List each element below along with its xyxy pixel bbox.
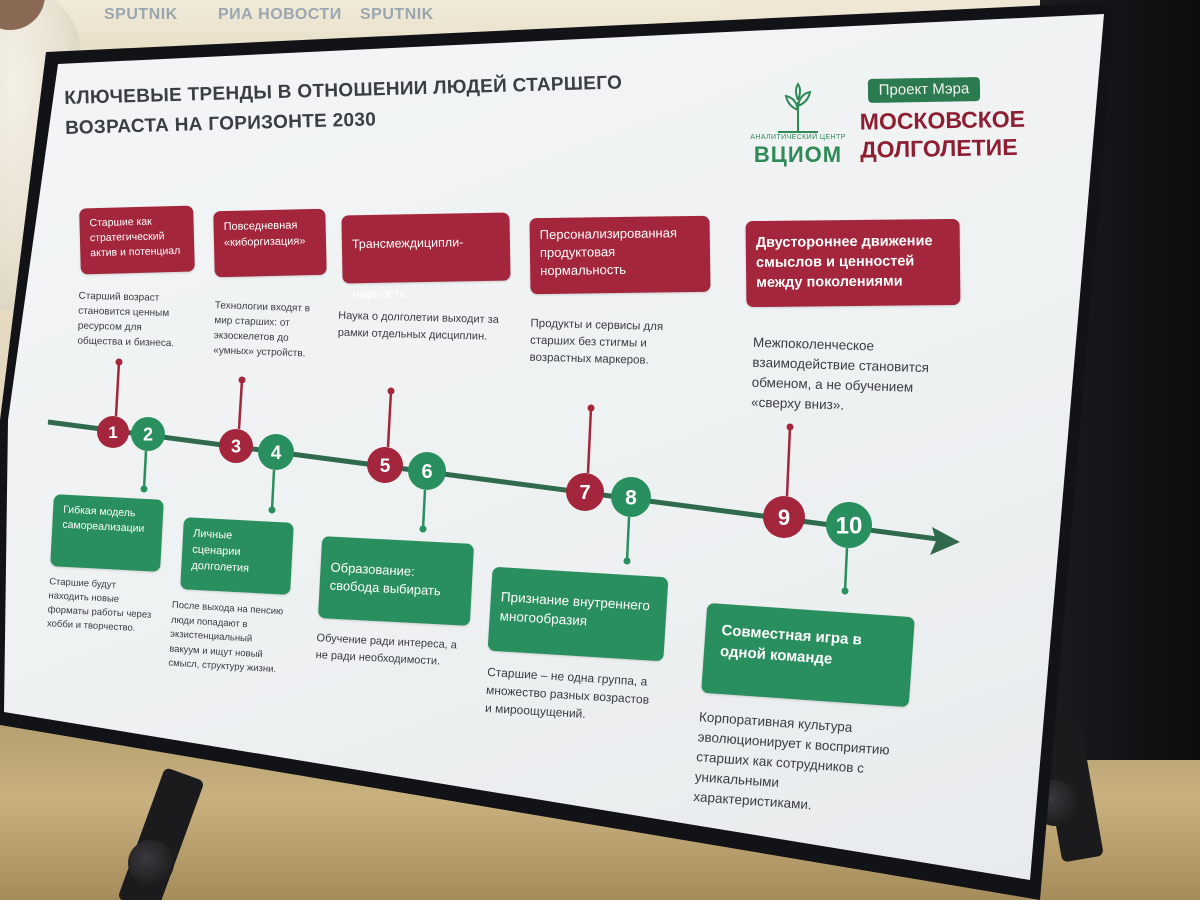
timeline-marker-7: 7 (566, 404, 604, 511)
trend-2-description: Старшие будут находить новые форматы раб… (46, 576, 152, 634)
marker-stem (421, 489, 427, 530)
trend-6-card: Образование: свобода выбирать (317, 536, 475, 626)
marker-circle (566, 473, 604, 511)
marker-circle (131, 417, 165, 451)
marker-stem-dot (623, 557, 631, 565)
trend-3-description: Технологии входят в мир старших: от экзо… (213, 300, 311, 360)
trend-5-card: Трансмеждиципли­нарность (341, 212, 511, 301)
tree-icon (778, 82, 818, 133)
banner-logo: SPUTNIK (104, 6, 178, 23)
marker-stem-dot (387, 387, 395, 395)
marker-circle (367, 447, 403, 483)
marker-stem-dot (115, 358, 123, 366)
timeline-marker-4: 4 (258, 434, 294, 514)
timeline-marker-8: 8 (611, 477, 651, 565)
timeline-marker-6: 6 (408, 452, 446, 533)
marker-stem-dot (786, 423, 794, 431)
marker-stem (843, 547, 849, 592)
trend-2-card: Гибкая модель самореализации (50, 494, 164, 572)
marker-stem (386, 390, 393, 448)
marker-circle (258, 434, 294, 470)
marker-stem (785, 426, 792, 497)
marker-circle (408, 452, 446, 490)
marker-stem (237, 379, 244, 430)
marker-circle (611, 477, 651, 517)
marker-number: 7 (579, 482, 590, 504)
marker-circle (763, 496, 805, 538)
marker-number: 10 (836, 513, 863, 540)
trend-8-description: Старшие – не одна группа, а множество ра… (484, 664, 650, 721)
marker-number: 4 (271, 443, 282, 464)
marker-stem (142, 450, 148, 490)
marker-number: 6 (421, 461, 432, 483)
trend-8-card: Признание внутреннего многообразия (487, 566, 669, 662)
trend-9-card: Двустороннее движение смыслов и ценносте… (745, 218, 961, 308)
marker-stem (270, 469, 276, 511)
timeline-marker-10: 10 (826, 502, 872, 595)
marker-circle (826, 502, 872, 548)
marker-stem-dot (268, 506, 276, 514)
marker-number: 9 (778, 505, 790, 530)
trend-5-description: Наука о долголетии выходит за рамки отде… (337, 309, 499, 343)
marker-circle (97, 416, 129, 448)
banner-logo: SPUTNIK (360, 6, 434, 23)
marker-number: 2 (143, 424, 153, 444)
vciom-name: ВЦИОМ (753, 142, 843, 167)
marker-stem (114, 361, 121, 417)
timeline-marker-5: 5 (367, 387, 403, 483)
marker-number: 5 (380, 456, 391, 477)
marker-stem-dot (841, 587, 849, 595)
timeline-marker-9: 9 (763, 423, 805, 538)
marker-number: 1 (108, 423, 117, 442)
trend-7-description: Продукты и сервисы для старших без стигм… (529, 317, 664, 367)
trend-10-description: Корпоративная культура эволюционирует к … (692, 709, 891, 813)
marker-stem-dot (587, 404, 595, 412)
marker-stem-dot (238, 376, 246, 384)
marker-stem (625, 516, 631, 562)
marker-number: 8 (625, 487, 637, 510)
trend-7-card: Персонализированная продуктовая нормальн… (529, 215, 711, 295)
trend-1-card: Старшие как стратегический актив и потен… (79, 205, 195, 275)
banner-logo: РИА НОВОСТИ (218, 6, 342, 23)
vciom-logo: АНАЛИТИЧЕСКИЙ ЦЕНТР ВЦИОМ (748, 80, 848, 170)
timeline-line (47, 419, 946, 543)
trend-4-description: После выхода на пенсию люди попадают в э… (168, 599, 284, 676)
trend-3-card: Повседневная «киборгизация» (213, 208, 327, 278)
marker-circle (219, 429, 253, 463)
vciom-subtitle: АНАЛИТИЧЕСКИЙ ЦЕНТР (750, 134, 846, 141)
trend-1-description: Старший возраст становится ценным ресурс… (77, 290, 175, 350)
marker-stem (586, 407, 593, 474)
marker-number: 3 (231, 436, 241, 456)
timeline-marker-2: 2 (131, 417, 165, 493)
marker-stem-dot (140, 485, 148, 493)
timeline-marker-3: 3 (219, 376, 253, 463)
trend-10-card: Совместная игра в одной команде (701, 602, 915, 708)
timeline-marker-1: 1 (97, 358, 129, 448)
trend-9-description: Межпоколенческое взаимодействие становит… (750, 334, 930, 413)
timeline-arrowhead (930, 527, 960, 555)
stand-wheel (128, 840, 174, 886)
marker-stem-dot (419, 525, 427, 533)
trend-4-card: Личные сценарии долголетия (180, 517, 294, 595)
